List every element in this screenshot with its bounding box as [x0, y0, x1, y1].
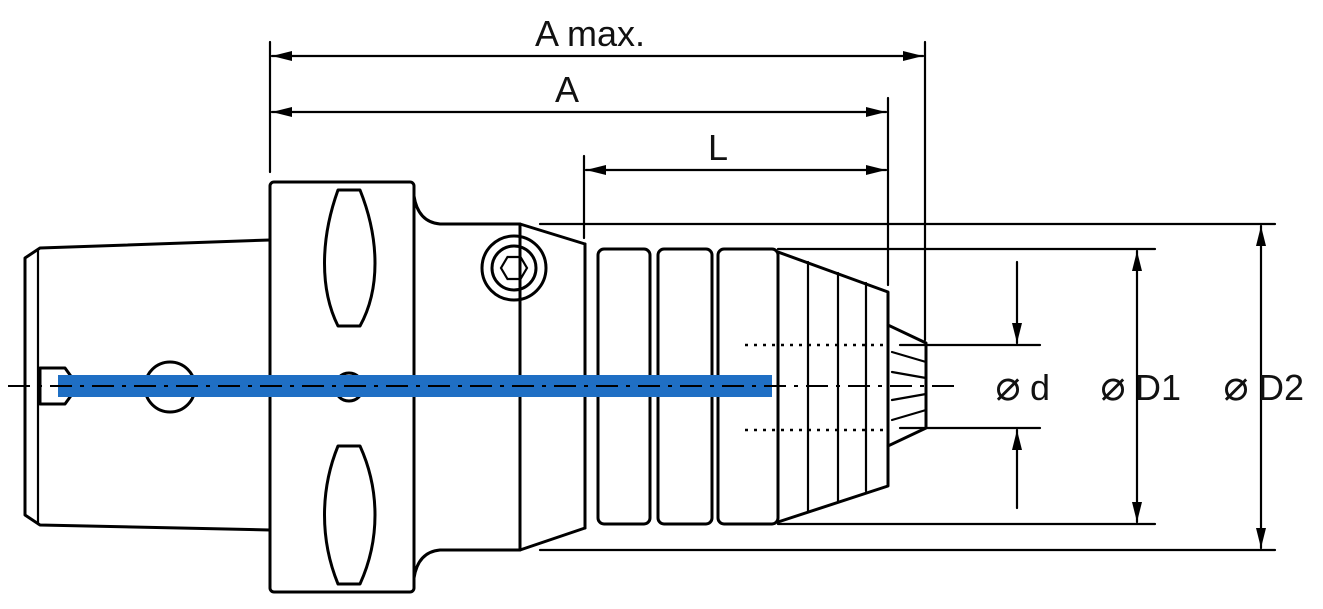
label-d2: D2: [1258, 367, 1304, 408]
label-a-max: A max.: [535, 13, 645, 54]
diameter-symbol-d2: ⌀: [1223, 362, 1248, 409]
extension-lines: [268, 40, 1277, 552]
hex-socket-screw: [480, 234, 548, 302]
diameter-symbol-d1: ⌀: [1100, 362, 1125, 409]
diameter-symbol-d: ⌀: [995, 362, 1020, 409]
dimension-lines: [270, 51, 1266, 550]
centerline: [8, 375, 960, 397]
label-a: A: [555, 69, 579, 110]
label-l: L: [708, 127, 728, 168]
label-d1: D1: [1135, 367, 1181, 408]
axis-highlight-bar: [58, 375, 772, 397]
chuck-jaws: [886, 323, 928, 448]
label-d: d: [1030, 367, 1050, 408]
